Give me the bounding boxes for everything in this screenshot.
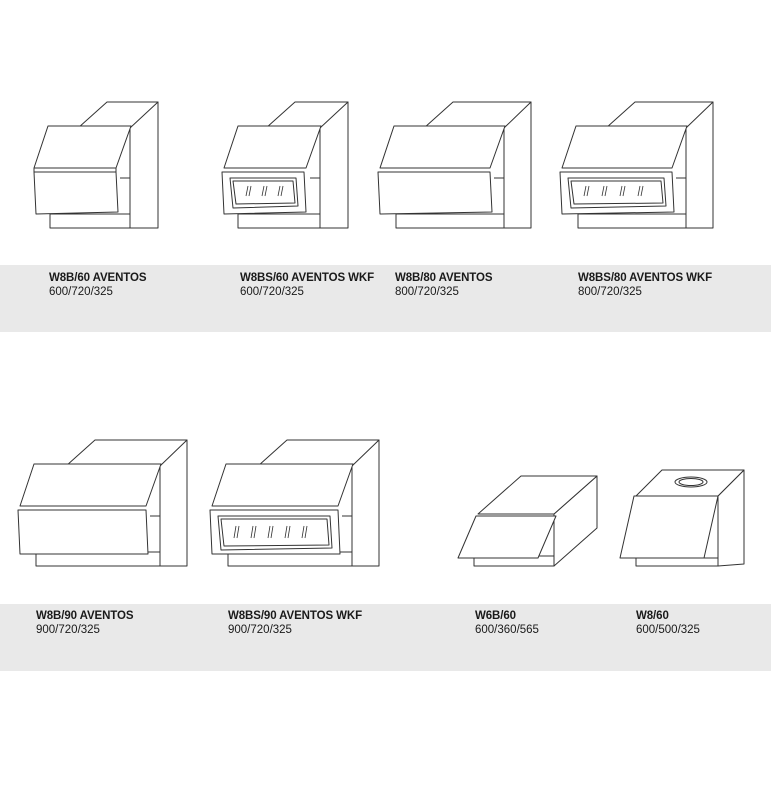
- product-name: W8B/60 AVENTOS: [49, 272, 147, 284]
- product-label: W8BS/90 AVENTOS WKF 900/720/325: [228, 609, 362, 637]
- product-name: W6B/60: [475, 610, 516, 622]
- product-dimensions: 600/720/325: [240, 286, 304, 298]
- product-dimensions: 900/720/325: [36, 624, 100, 636]
- wall-cabinet-hood-icon: [619, 469, 745, 567]
- product-dimensions: 900/720/325: [228, 624, 292, 636]
- product-name: W8BS/80 AVENTOS WKF: [578, 272, 712, 284]
- product-dimensions: 600/360/565: [475, 624, 539, 636]
- wall-cabinet-lift-up-icon: [33, 101, 159, 229]
- wall-cabinet-lift-up-icon: [17, 439, 188, 567]
- wall-cabinet-lift-up-glass-icon: [221, 101, 349, 229]
- product-label: W8/60 600/500/325: [636, 609, 700, 637]
- wall-cabinet-lift-up-glass-icon: [209, 439, 380, 567]
- product-dimensions: 800/720/325: [395, 286, 459, 298]
- wall-cabinet-lift-up-glass-icon: [559, 101, 714, 229]
- product-dimensions: 800/720/325: [578, 286, 642, 298]
- label-band-row-2: [0, 604, 771, 671]
- wall-cabinet-flap-icon: [457, 475, 598, 567]
- product-name: W8B/90 AVENTOS: [36, 610, 134, 622]
- product-name: W8/60: [636, 610, 669, 622]
- product-label: W8BS/60 AVENTOS WKF 600/720/325: [240, 271, 374, 299]
- wall-cabinet-lift-up-icon: [377, 101, 532, 229]
- product-label: W8BS/80 AVENTOS WKF 800/720/325: [578, 271, 712, 299]
- product-name: W8BS/90 AVENTOS WKF: [228, 610, 362, 622]
- product-label: W8B/90 AVENTOS 900/720/325: [36, 609, 134, 637]
- product-label: W8B/80 AVENTOS 800/720/325: [395, 271, 493, 299]
- product-label: W6B/60 600/360/565: [475, 609, 539, 637]
- product-label: W8B/60 AVENTOS 600/720/325: [49, 271, 147, 299]
- product-name: W8BS/60 AVENTOS WKF: [240, 272, 374, 284]
- product-name: W8B/80 AVENTOS: [395, 272, 493, 284]
- label-band-row-1: [0, 265, 771, 332]
- product-dimensions: 600/500/325: [636, 624, 700, 636]
- product-dimensions: 600/720/325: [49, 286, 113, 298]
